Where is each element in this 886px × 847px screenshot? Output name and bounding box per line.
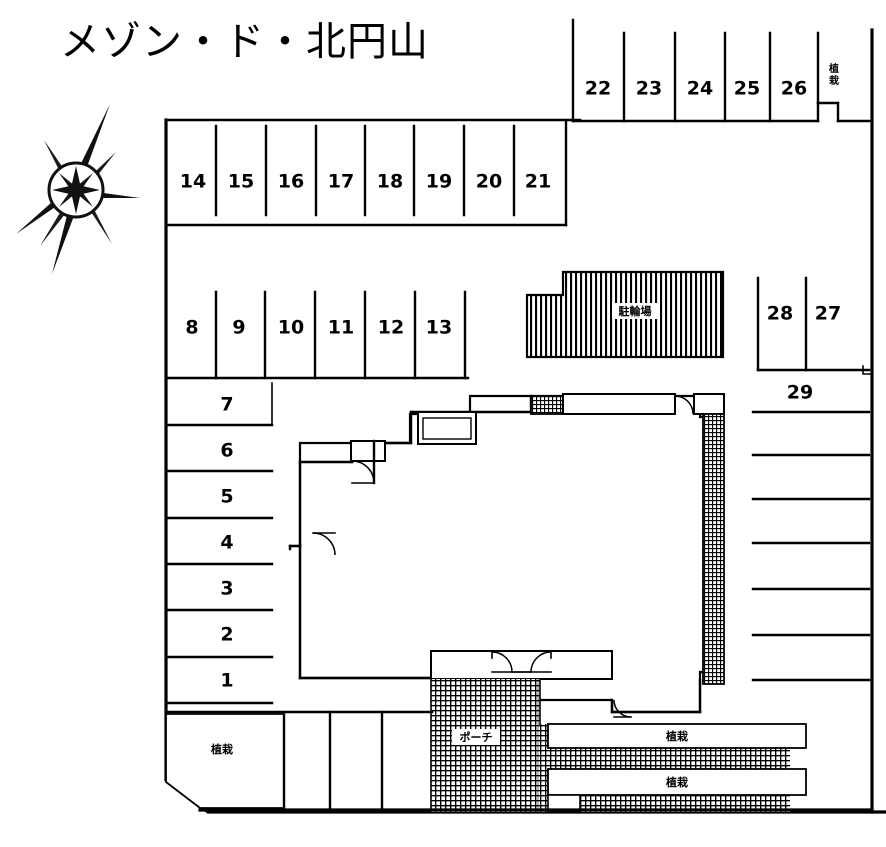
planting-bottom-left-label: 植栽 (210, 742, 233, 756)
planting-bottom-left-box (165, 713, 285, 809)
stall-10: 10 (278, 317, 304, 339)
planting-area-top-right: 植 栽 (828, 62, 839, 87)
stall-17: 17 (328, 171, 354, 193)
stall-18: 18 (377, 171, 403, 193)
stall-1: 1 (220, 670, 233, 692)
east-wall-hatch-strip (702, 413, 725, 685)
bicycle-label-backing (612, 303, 658, 319)
planting-area-bottom-left: 植栽 (164, 710, 434, 810)
stall-29: 29 (787, 382, 813, 404)
stall-4: 4 (220, 532, 233, 554)
parking-row-upper: 14 15 16 17 18 19 20 21 (164, 119, 568, 227)
stall-11: 11 (328, 317, 354, 339)
stall-24: 24 (687, 78, 713, 100)
stall-7: 7 (220, 394, 233, 416)
stall-22: 22 (585, 78, 611, 100)
main-building-footprint (288, 393, 725, 718)
parking-column-west: 7 6 5 4 3 2 1 (164, 382, 274, 705)
stall-25: 25 (734, 78, 760, 100)
planting-notch-left (547, 794, 581, 813)
stall-19: 19 (426, 171, 452, 193)
stall-26: 26 (781, 78, 807, 100)
page-title: メゾン・ド・北円山 (60, 19, 429, 65)
stall-12: 12 (378, 317, 404, 339)
stall-16: 16 (278, 171, 304, 193)
stall-15: 15 (228, 171, 254, 193)
planting-bottom-mid-label: 植栽 (665, 729, 688, 743)
stall-28: 28 (767, 303, 793, 325)
porch-label-backing (452, 729, 500, 745)
parking-pair-east: 28 27 (756, 276, 872, 375)
parking-row-north: 22 23 24 25 26 (571, 18, 874, 814)
parking-column-east: 29 (751, 382, 871, 682)
stall-5: 5 (220, 486, 233, 508)
bicycle-parking-area: 駐輪場 (525, 270, 725, 359)
north-corridor (530, 393, 725, 415)
stall-8: 8 (185, 317, 198, 339)
stall-27: 27 (815, 303, 841, 325)
parking-row-middle: 8 9 10 11 12 13 (164, 290, 470, 380)
north-window-unit (417, 411, 477, 445)
bicycle-parking-label: 駐輪場 (619, 304, 652, 318)
planting-top-right-label-1: 植 (828, 62, 839, 75)
stall-14: 14 (180, 171, 206, 193)
stall-3: 3 (220, 578, 233, 600)
stall-2: 2 (220, 624, 233, 646)
compass-rose (16, 104, 140, 274)
planting-bottom-low-label: 植栽 (665, 775, 688, 789)
stall-6: 6 (220, 440, 233, 462)
porch-label: ポーチ (460, 730, 493, 744)
side-door-west-lower[interactable] (312, 532, 336, 556)
side-door-west-upper[interactable] (350, 439, 386, 485)
planting-bottom-low-box (547, 768, 807, 796)
stall-20: 20 (476, 171, 502, 193)
stall-13: 13 (426, 317, 452, 339)
stall-21: 21 (525, 171, 551, 193)
entry-door-south-east[interactable] (613, 699, 632, 718)
planting-bottom-mid-box (547, 723, 807, 749)
planting-top-right-label-2: 栽 (829, 74, 839, 87)
stall-23: 23 (636, 78, 662, 100)
main-entrance-double-door[interactable] (430, 650, 613, 680)
stall-9: 9 (232, 317, 245, 339)
planting-strips-south: 植栽 植栽 (547, 723, 807, 813)
